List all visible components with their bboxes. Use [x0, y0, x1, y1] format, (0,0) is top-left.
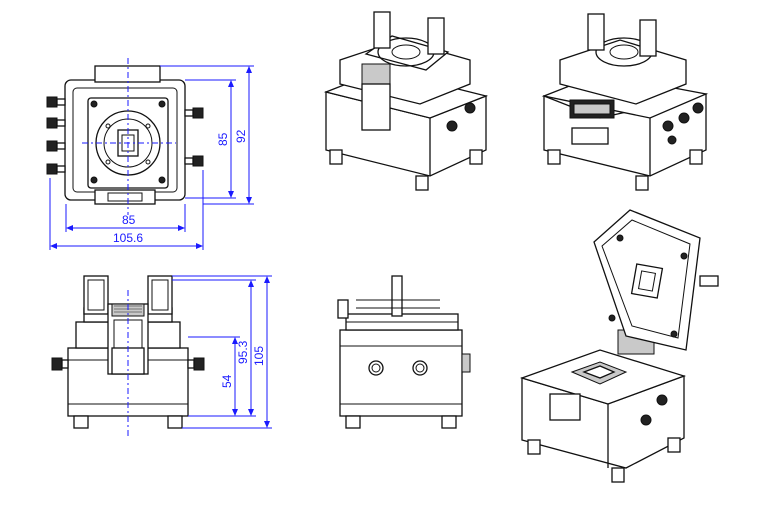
top-view: 85 105.6 85 92: [46, 58, 254, 250]
dim-85-vertical: 85: [216, 132, 230, 146]
side-view: [337, 275, 471, 429]
iso-view-closed-back: [541, 13, 709, 191]
iso-view-closed-front: [323, 11, 489, 191]
iso-view-open: [519, 209, 719, 483]
dim-54-vertical: 54: [220, 374, 234, 388]
dim-105-vertical: 105: [252, 346, 266, 366]
dim-85-horizontal: 85: [122, 213, 136, 227]
front-view: 54 95.3 105: [51, 275, 272, 438]
dim-95-3-vertical: 95.3: [236, 340, 250, 364]
dim-92-vertical: 92: [234, 129, 248, 143]
dim-105-6-horizontal: 105.6: [113, 231, 143, 245]
